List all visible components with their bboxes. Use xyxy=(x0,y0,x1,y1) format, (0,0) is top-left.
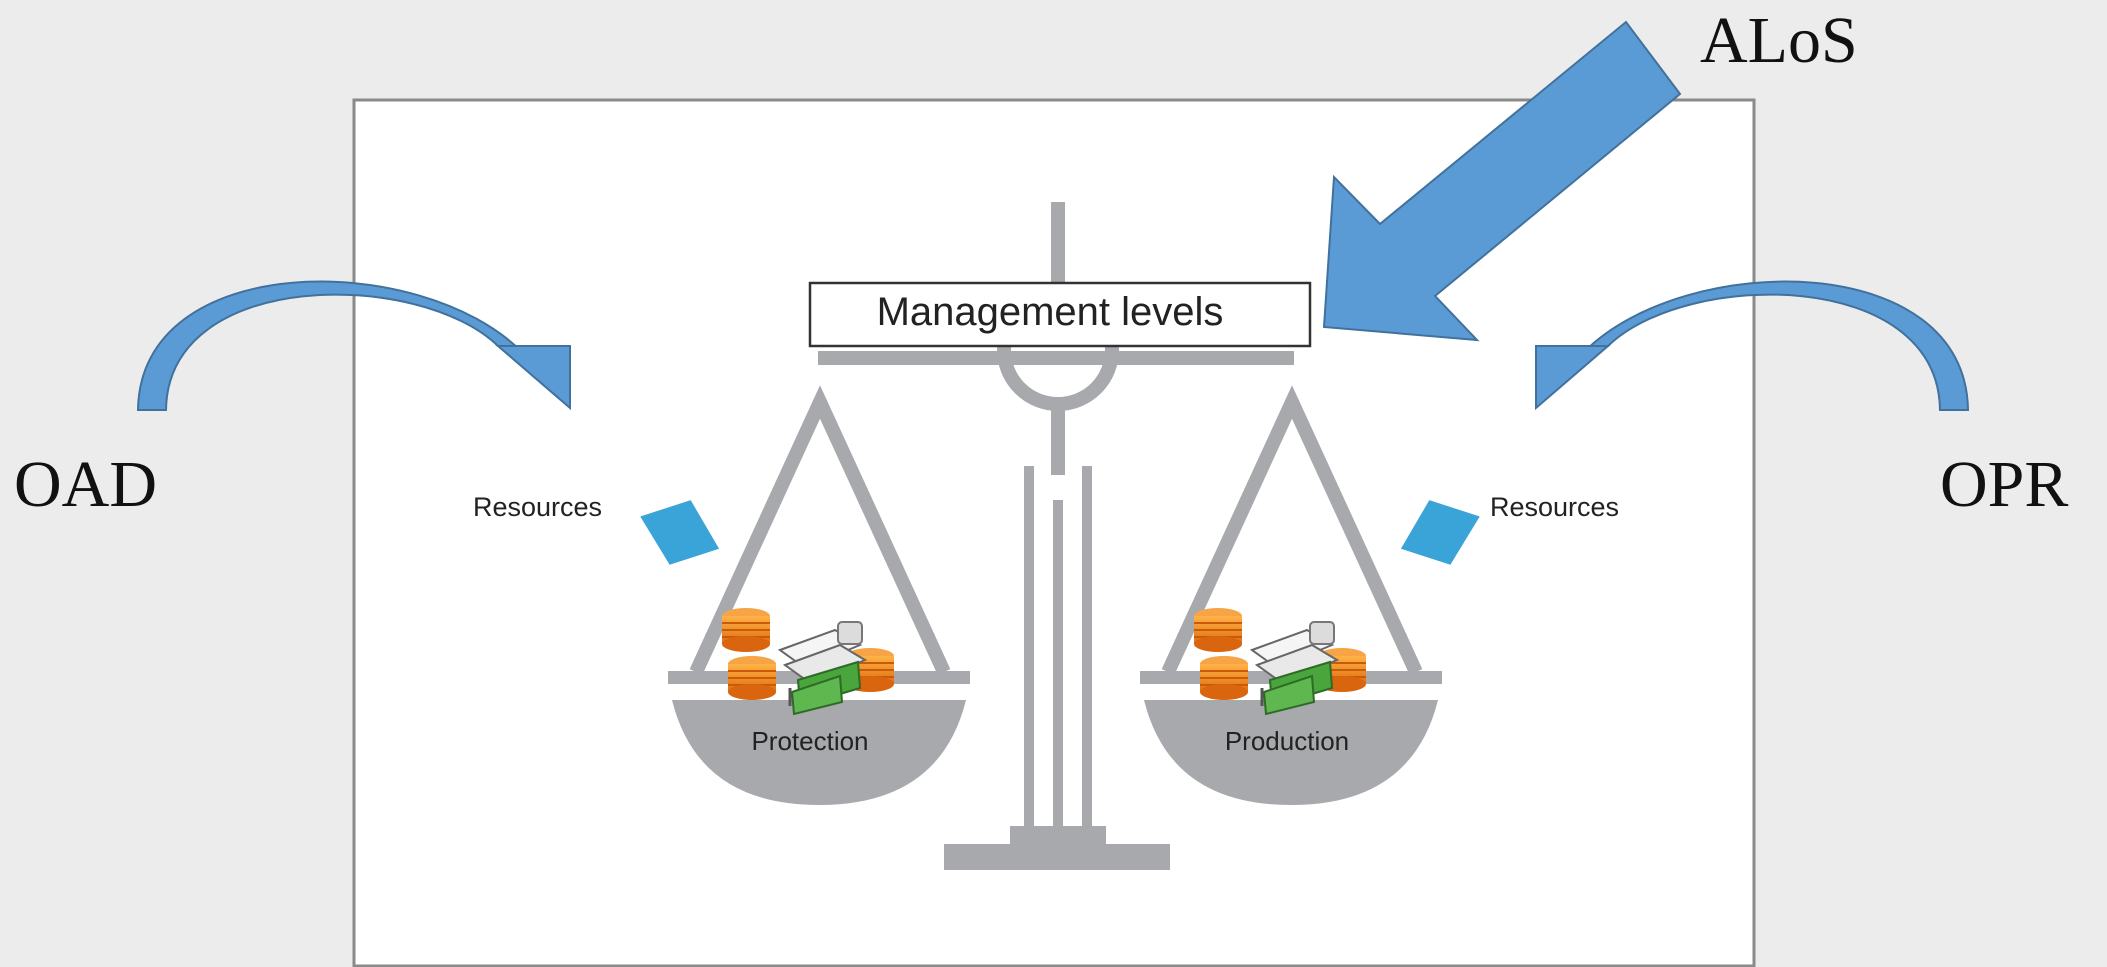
scale-base xyxy=(944,844,1170,870)
right-pan xyxy=(1144,700,1438,805)
curved-arrow-right-icon xyxy=(136,280,571,411)
management-levels-box xyxy=(808,281,1312,348)
left-pan xyxy=(672,700,966,805)
chevron-arrow-icon xyxy=(640,500,720,565)
resources-label-right: Resources xyxy=(1490,492,1619,522)
resources-label-left: Resources xyxy=(473,492,602,522)
curved-arrow-left-icon xyxy=(1535,280,1970,411)
production-label: Production xyxy=(1225,726,1349,756)
protection-label: Protection xyxy=(751,726,868,756)
management-levels-label: Management levels xyxy=(877,290,1224,334)
scale-base-top xyxy=(1010,826,1106,844)
chevron-arrow-icon xyxy=(1400,500,1480,565)
oad-label: OAD xyxy=(14,448,157,521)
arrow-down-left-icon xyxy=(1322,20,1682,342)
opr-label: OPR xyxy=(1940,448,2069,521)
alos-label: ALoS xyxy=(1700,4,1858,77)
